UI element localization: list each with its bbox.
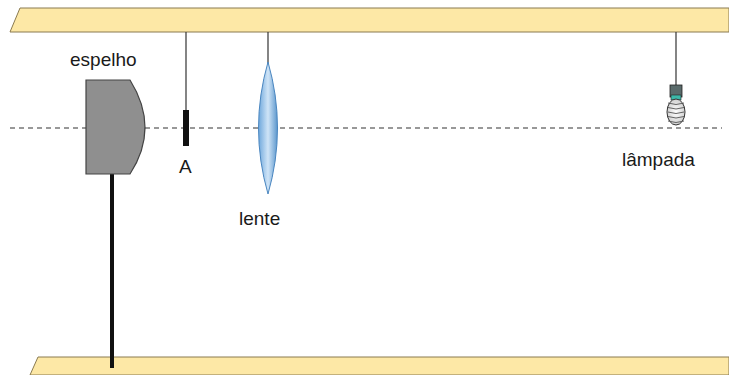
part-label: lâmpada — [622, 150, 695, 169]
lamp-bulb — [667, 99, 685, 125]
part-label: A — [179, 157, 192, 176]
top-beam — [10, 8, 729, 32]
object-string — [185, 32, 186, 112]
part-label: lente — [239, 209, 280, 228]
spiral-stroke — [668, 117, 684, 119]
bottom-beam — [30, 357, 729, 375]
spiral-stroke — [668, 121, 684, 123]
part-label: espelho — [70, 50, 137, 69]
mirror — [86, 80, 145, 174]
object-a — [183, 110, 189, 146]
spiral-stroke — [668, 108, 684, 110]
mirror-stand — [110, 172, 114, 368]
spiral-stroke — [668, 112, 684, 114]
lens-string — [267, 32, 268, 64]
lamp-cord — [675, 32, 676, 86]
lens — [259, 62, 278, 194]
lamp-spiral — [668, 103, 684, 123]
spiral-stroke — [668, 103, 684, 105]
